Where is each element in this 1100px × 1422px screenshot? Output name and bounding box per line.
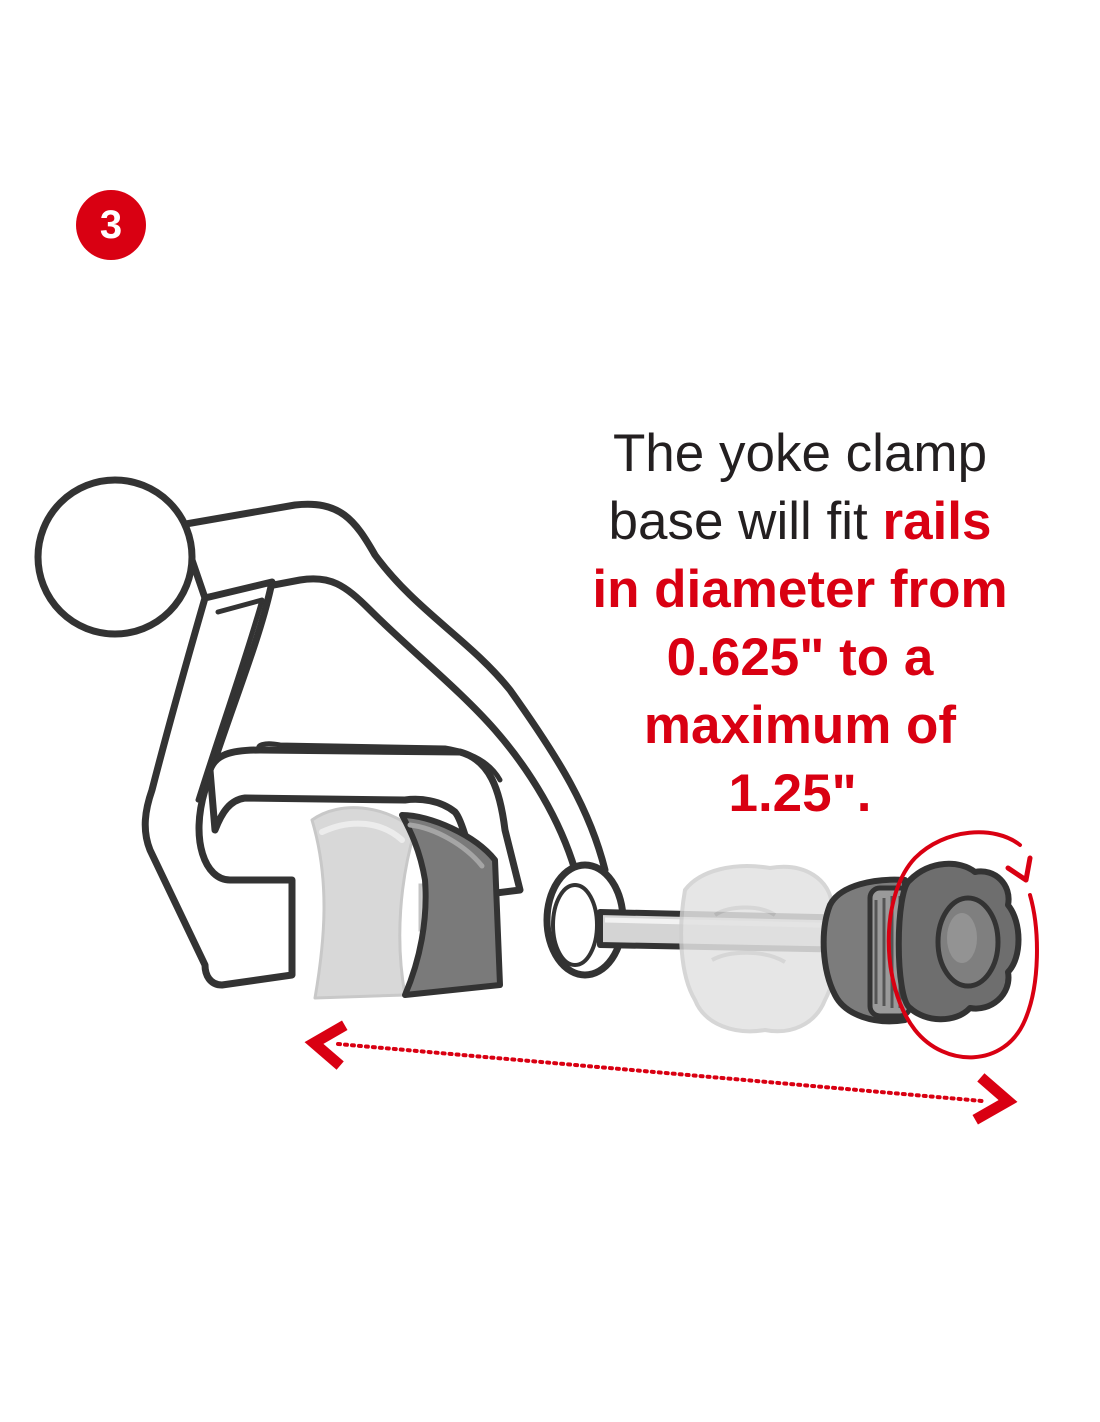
double-chevron-icon [304, 1020, 1018, 1125]
caption-line-4: 0.625" to a [666, 628, 934, 687]
adjustment-knob [820, 860, 1022, 1025]
caption-line-6: 1.25". [728, 764, 872, 823]
caption-line-2-plain: base will fit [608, 492, 868, 551]
rotate-clockwise-icon [886, 830, 1039, 1060]
caption-line-2-highlight: rails [882, 492, 992, 551]
caption-line-3: in diameter from [592, 560, 1008, 619]
caption-line-1: The yoke clamp [612, 424, 988, 483]
caption-line-2: base will fit rails [560, 488, 1040, 556]
yoke-frame [141, 500, 609, 989]
step-number: 3 [99, 203, 123, 247]
dark-jaw-pad [399, 812, 503, 998]
instruction-caption: The yoke clamp base will fit rails in di… [560, 420, 1040, 828]
ghost-knob [679, 864, 840, 1034]
caption-line-5: maximum of [643, 696, 957, 755]
mount-ball [34, 476, 196, 638]
step-number-badge: 3 [76, 190, 146, 260]
